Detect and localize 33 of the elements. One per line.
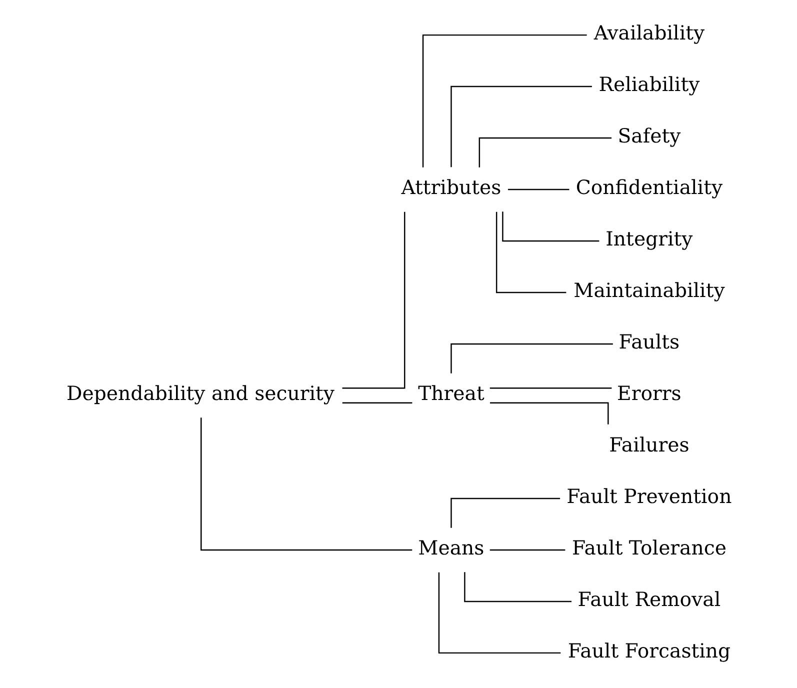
- node-text: Failures: [609, 434, 690, 457]
- connector: [496, 212, 566, 294]
- connector: [342, 212, 406, 389]
- connector: [450, 86, 592, 168]
- node-text: Fault Removal: [578, 588, 721, 612]
- node-text: Integrity: [606, 228, 693, 251]
- node-text: Threat: [418, 382, 484, 406]
- connector: [342, 402, 412, 404]
- node-text: Fault Forcasting: [568, 640, 731, 663]
- node-text: Fault Prevention: [566, 485, 732, 508]
- node-text: Confidentiality: [576, 176, 723, 200]
- node-text: Reliability: [598, 73, 700, 96]
- connector: [200, 418, 412, 551]
- connector: [490, 388, 612, 389]
- connector: [450, 343, 613, 374]
- connector: [490, 402, 609, 424]
- node-text: Fault Tolerance: [572, 536, 726, 560]
- connector: [478, 137, 612, 168]
- node-text: Attributes: [401, 176, 502, 200]
- connector: [490, 549, 566, 551]
- connector: [450, 498, 560, 528]
- connector: [438, 572, 561, 654]
- node-text: Dependability and security: [66, 382, 334, 406]
- connector: [422, 34, 587, 168]
- connector: [508, 188, 570, 190]
- node-text: Means: [418, 536, 484, 560]
- node-text: Availability: [594, 22, 705, 45]
- node-text: Faults: [618, 330, 680, 354]
- connector: [464, 572, 572, 602]
- connector: [502, 212, 600, 242]
- node-text: Maintainability: [574, 279, 725, 302]
- node-text: Erorrs: [617, 382, 682, 406]
- node-text: Safety: [618, 124, 681, 148]
